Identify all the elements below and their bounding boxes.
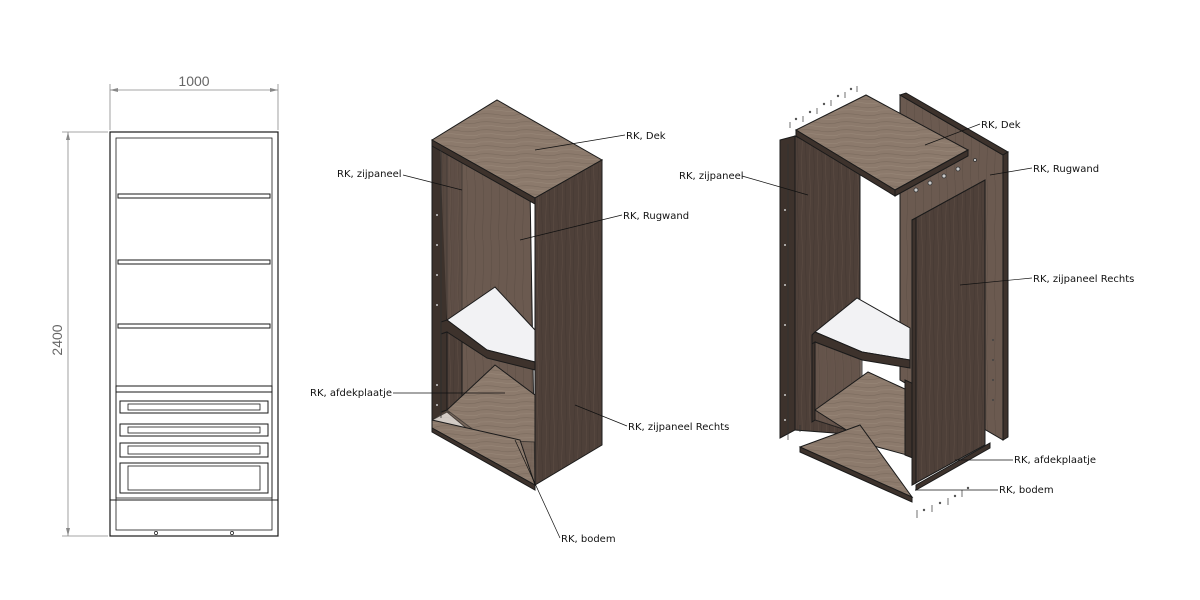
width-dimension: 1000 <box>178 73 209 89</box>
height-dimension: 2400 <box>49 324 65 355</box>
label-zijpaneel-rechts-exploded: RK, zijpaneel Rechts <box>1033 274 1134 285</box>
label-bodem-exploded: RK, bodem <box>999 485 1054 496</box>
label-dek-exploded: RK, Dek <box>981 120 1021 131</box>
exploded-view: RK, Dek RK, Rugwand RK, zijpaneel RK, zi… <box>679 86 1134 518</box>
label-bodem: RK, bodem <box>561 534 616 545</box>
label-zijpaneel-exploded: RK, zijpaneel <box>679 171 744 182</box>
label-afdekplaatje-exploded: RK, afdekplaatje <box>1014 455 1096 466</box>
label-rugwand-exploded: RK, Rugwand <box>1033 164 1099 175</box>
label-dek: RK, Dek <box>626 131 666 142</box>
drawers <box>119 400 269 494</box>
assembled-view: RK, Dek RK, zijpaneel RK, Rugwand RK, af… <box>310 99 729 545</box>
label-rugwand: RK, Rugwand <box>623 211 689 222</box>
label-afdekplaatje: RK, afdekplaatje <box>310 388 392 399</box>
label-zijpaneel: RK, zijpaneel <box>337 169 402 180</box>
label-zijpaneel-rechts: RK, zijpaneel Rechts <box>628 422 729 433</box>
front-view: 1000 2400 <box>49 73 279 537</box>
